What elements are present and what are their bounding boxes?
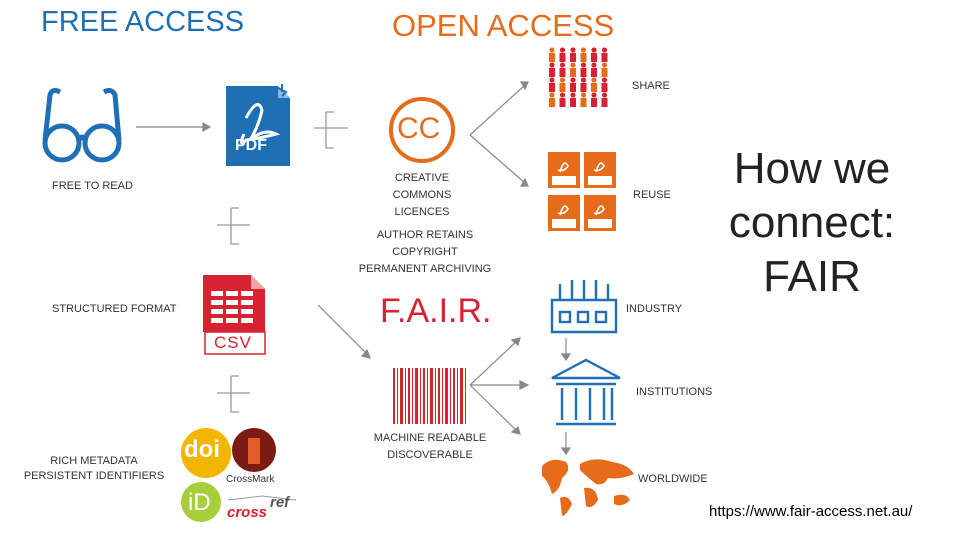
barcode-icon	[393, 368, 466, 424]
author-rights-label: AUTHOR RETAINS COPYRIGHT PERMANENT ARCHI…	[340, 227, 510, 278]
fair-label: F.A.I.R.	[380, 292, 492, 330]
factory-icon	[550, 280, 618, 334]
world-map-icon	[542, 459, 634, 516]
doi-logo	[181, 428, 231, 478]
orcid-logo	[181, 482, 221, 522]
rich-metadata-label: RICH METADATA PERSISTENT IDENTIFIERS	[20, 454, 168, 484]
author-line-2: COPYRIGHT	[392, 246, 458, 258]
cc-line-2: COMMONS	[392, 189, 452, 201]
creative-commons-label: CREATIVE COMMONS LICENCES	[370, 170, 474, 221]
free-access-heading: FREE ACCESS	[41, 6, 245, 38]
cc-line-3: LICENCES	[394, 206, 450, 218]
title-line-1: How we	[733, 144, 891, 193]
machine-line-2: DISCOVERABLE	[387, 449, 473, 461]
title-line-2: connect:	[728, 198, 896, 247]
reuse-label: REUSE	[633, 189, 671, 201]
pdf-document-icon	[226, 84, 290, 166]
creative-commons-icon	[389, 97, 455, 163]
machine-line-1: MACHINE READABLE	[373, 432, 487, 444]
author-line-1: AUTHOR RETAINS	[376, 229, 474, 241]
cc-line-1: CREATIVE	[394, 172, 450, 184]
industry-label: INDUSTRY	[626, 303, 683, 315]
plus-icon-1	[314, 111, 348, 149]
arrows-center	[317, 81, 572, 456]
author-line-3: PERMANENT ARCHIVING	[358, 263, 492, 275]
worldwide-label: WORLDWIDE	[638, 473, 708, 485]
glasses-icon	[42, 88, 122, 163]
pdf-files-icon	[548, 152, 616, 231]
machine-readable-label: MACHINE READABLE DISCOVERABLE	[362, 430, 498, 464]
arrow-read-to-pdf	[136, 121, 212, 133]
slide-title: How we connect: FAIR	[722, 142, 902, 304]
doi-logo-text: doi	[184, 436, 220, 463]
crossref-logo-text-2: ref	[270, 494, 290, 511]
title-line-3: FAIR	[763, 252, 861, 301]
rich-metadata-line: RICH METADATA	[50, 455, 138, 467]
free-to-read-label: FREE TO READ	[52, 180, 133, 192]
plus-icon-3	[217, 375, 250, 413]
institution-icon	[551, 358, 621, 426]
open-access-heading: OPEN ACCESS	[392, 8, 615, 43]
share-label: SHARE	[632, 80, 670, 92]
institutions-label: INSTITUTIONS	[636, 386, 713, 398]
website-link[interactable]: https://www.fair-access.net.au/	[709, 503, 913, 520]
cc-logo-text: CC	[397, 112, 441, 145]
crossmark-logo-text: CrossMark	[226, 474, 275, 485]
plus-icon-2	[217, 207, 250, 245]
people-crowd-icon	[549, 47, 608, 107]
crossref-logo-text-1: cross	[227, 504, 268, 521]
crossref-logo	[227, 495, 297, 501]
orcid-logo-text: iD	[188, 489, 211, 516]
csv-file-icon	[203, 275, 266, 355]
persistent-identifiers-line: PERSISTENT IDENTIFIERS	[23, 470, 165, 482]
pdf-icon-label: PDF	[235, 137, 267, 154]
structured-format-label: STRUCTURED FORMAT	[52, 303, 177, 315]
csv-label: CSV	[214, 333, 252, 352]
crossmark-logo	[232, 428, 276, 472]
